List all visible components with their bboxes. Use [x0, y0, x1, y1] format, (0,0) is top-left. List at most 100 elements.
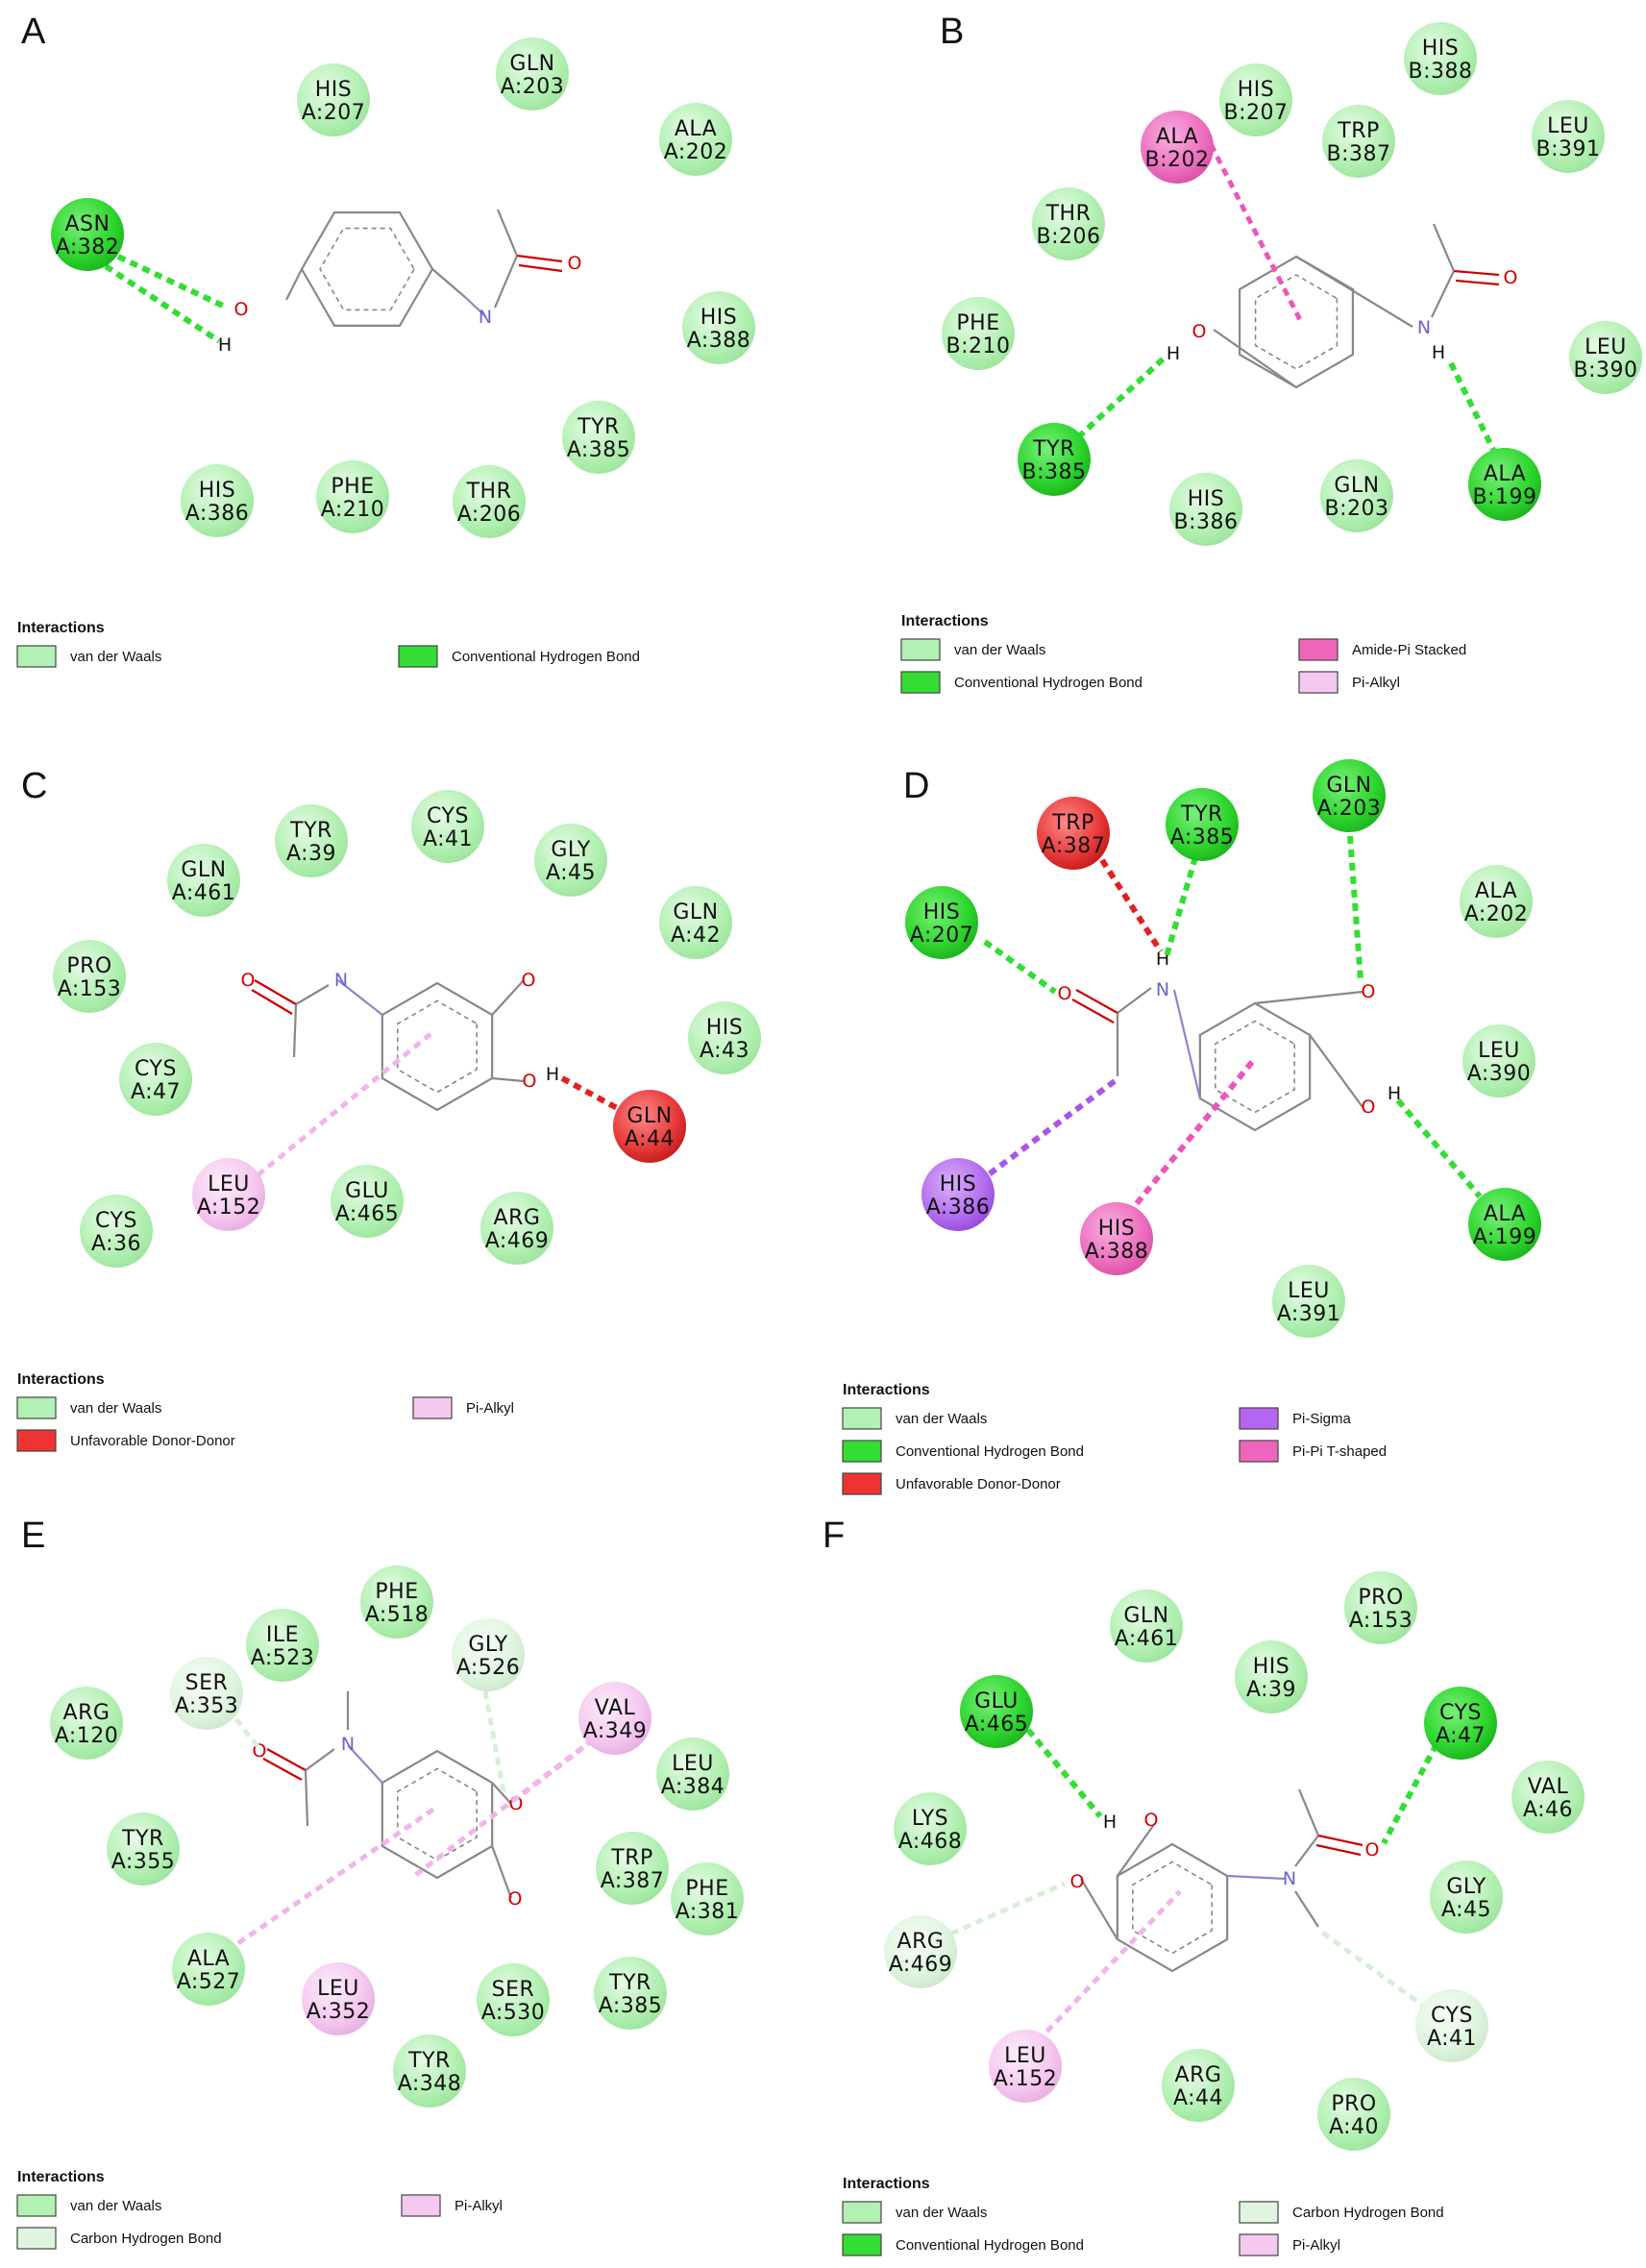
residue-name: THR: [1045, 202, 1092, 226]
interaction-line: [1381, 1742, 1439, 1845]
residue-name: ARG: [1175, 2063, 1222, 2087]
residue-id: A:41: [423, 827, 473, 851]
bond-line: [1071, 998, 1115, 1023]
residue-id: A:202: [664, 140, 728, 164]
residue-circle: [989, 2030, 1062, 2103]
atom-label: O: [1144, 1810, 1159, 1831]
residue-id: B:386: [1174, 510, 1239, 534]
legend-swatch: [842, 2201, 882, 2224]
residue-id: A:42: [671, 924, 721, 948]
residue-id: A:206: [457, 503, 522, 527]
legend-item: Conventional Hydrogen Bond: [900, 671, 1142, 694]
legend-swatch: [1239, 1440, 1279, 1463]
interaction-line: [1036, 1889, 1182, 2043]
bond-line: [1116, 1825, 1154, 1877]
legend-label: Pi-Alkyl: [466, 1400, 514, 1417]
residue-id: A:348: [398, 2072, 462, 2096]
residue-name: TYR: [289, 819, 332, 843]
residue-name: CYS: [427, 804, 469, 828]
residue-id: A:386: [926, 1196, 991, 1220]
residue-name: ALA: [675, 117, 717, 141]
residue-id: A:40: [1329, 2115, 1379, 2139]
residue-circle: [360, 1565, 433, 1639]
residue-id: B:202: [1145, 148, 1210, 172]
interaction-line: [1395, 1098, 1483, 1198]
residue-circle: [107, 1812, 180, 1886]
bond-line: [262, 1758, 303, 1781]
bond-line: [1315, 1843, 1362, 1857]
residue-circle: [1404, 22, 1477, 95]
interaction-line: [1131, 1060, 1255, 1209]
residue-circle: [331, 1165, 404, 1238]
bond-line: [1432, 223, 1456, 272]
atom-label: O: [1058, 983, 1072, 1004]
legend-title: Interactions: [17, 1371, 105, 1388]
residue-layer: HISA:207GLNA:203ALAA:202ASNA:382HISA:388…: [50, 22, 1642, 2151]
legend-title: Interactions: [901, 613, 989, 629]
residue-name: TRP: [1051, 811, 1094, 835]
bond-line: [1172, 989, 1201, 1099]
residue-circle: [1141, 111, 1214, 184]
residue-circle: [671, 1862, 744, 1935]
legend-swatch: [1239, 2233, 1279, 2256]
residue-name: HIS: [1422, 37, 1460, 61]
interaction-line: [1448, 361, 1497, 454]
residue-circle: [297, 63, 370, 136]
residue-circle: [596, 1832, 669, 1905]
residue-id: A:461: [172, 881, 236, 905]
legend-swatch: [900, 671, 941, 694]
atom-label: O: [1362, 981, 1376, 1002]
residue-id: A:388: [1085, 1240, 1149, 1264]
residue-name: HIS: [940, 1172, 977, 1196]
legend-label: Unfavorable Donor-Donor: [896, 1476, 1061, 1492]
residue-id: A:153: [58, 977, 122, 1001]
residue-id: A:47: [1436, 1724, 1486, 1748]
atom-label: O: [568, 253, 582, 274]
residue-circle: [656, 1738, 729, 1811]
residue-id: A:527: [177, 1970, 241, 1994]
residue-circle: [1166, 788, 1239, 861]
bond-line: [1075, 989, 1118, 1014]
residue-id: A:207: [910, 924, 974, 948]
aromatic-ring: [381, 981, 494, 1112]
residue-circle: [1110, 1590, 1183, 1663]
residue-circle: [1415, 1989, 1488, 2062]
residue-name: GLN: [1123, 1604, 1168, 1628]
residue-id: A:387: [1042, 834, 1106, 858]
residue-name: ILE: [266, 1623, 299, 1647]
residue-circle: [53, 940, 126, 1013]
residue-id: A:152: [197, 1196, 261, 1220]
residue-name: TYR: [1032, 437, 1075, 461]
interaction-line: [949, 1881, 1067, 1936]
residue-id: A:530: [481, 2001, 546, 2025]
legend-label: Conventional Hydrogen Bond: [896, 2237, 1084, 2254]
bond-line: [1294, 1835, 1319, 1867]
residue-circle: [51, 198, 124, 271]
residue-name: GLN: [673, 900, 718, 924]
legend-item: van der Waals: [842, 1407, 987, 1430]
bond-line: [491, 1782, 512, 1805]
interaction-line: [1075, 355, 1167, 440]
residue-name: GLN: [181, 858, 226, 882]
bond-line: [347, 1744, 383, 1784]
residue-circle: [1018, 423, 1091, 496]
residue-circle: [246, 1609, 319, 1682]
residue-name: LEU: [1547, 114, 1589, 138]
